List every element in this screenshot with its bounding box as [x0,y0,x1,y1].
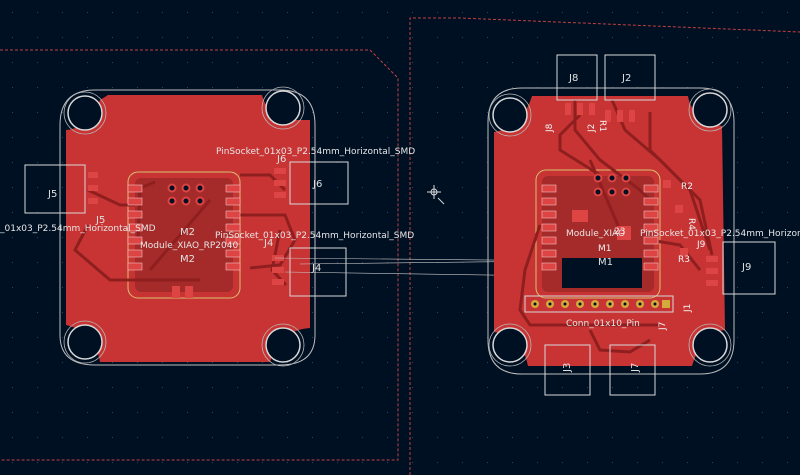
module-label: Module_XIAO_RP2040 [140,241,238,251]
connector-j5[interactable]: J5 J5 [24,164,105,226]
board-right[interactable]: J8 J8 J2 J2 J9 J9 J3 [487,54,800,396]
connector-j6[interactable]: J6 J6 [274,154,349,205]
j1-small-ref: J1 [683,304,693,313]
module-xiao-label: Module_XIAO [566,229,625,239]
socket-mid-label: PinSocket_01x03_P2.54mm_Horizontal_SMD [215,231,414,241]
j6-small-ref: J6 [276,154,286,165]
mounting-hole [688,323,732,367]
conn-label: Conn_01x10_Pin [566,319,640,329]
connector-j2[interactable]: J2 J2 [587,54,656,133]
j5-ref: J5 [47,189,57,200]
j2-ref: J2 [621,73,631,84]
module-m1-dark [562,258,642,288]
j9-small-ref: J9 [696,240,706,250]
r2-ref: R2 [681,182,693,192]
m1-small-ref: M1 [598,244,612,254]
j8-small-ref: J8 [545,123,555,133]
mounting-hole [492,97,528,133]
board-left[interactable]: J5 J5 J6 J6 J4 J4 [0,86,415,367]
connector-j9[interactable]: J9 J9 [696,240,776,295]
mounting-hole [692,327,728,363]
j8-ref: J8 [568,73,578,84]
r3-ref: R3 [678,255,690,265]
r4-ref: R4 [686,218,696,230]
mounting-hole [265,90,301,126]
m1-ref: M1 [598,257,613,268]
j2-small-ref: J2 [587,124,597,133]
connector-j7[interactable]: J7 J7 [609,322,668,396]
pin-header-j1[interactable]: J1 [524,295,693,313]
module-m2-body [135,178,233,292]
m2-small-ref: M2 [180,254,195,265]
n23-ref: 23 [614,227,625,237]
socket-top-label: PinSocket_01x03_P2.54mm_Horizontal_SMD [216,147,415,157]
mounting-hole [265,327,301,363]
smd-components [572,180,688,256]
module-m2-center-pads [167,183,205,206]
j6-ref: J6 [312,179,322,190]
module-m1-pads [541,184,659,271]
module-m2-pads [127,184,241,271]
j4-small-ref: J4 [263,238,273,249]
j7-ref: J7 [630,363,641,373]
panel-outline-right [409,17,800,475]
mounting-hole [67,95,103,131]
j4-ref: J4 [311,263,321,274]
mounting-hole [261,86,305,130]
mounting-hole [688,88,732,132]
socket-right-label: PinSocket_01x03_P2.54mm_Horizontal_SMD [640,229,800,239]
connector-j3[interactable]: J3 [544,344,591,396]
mounting-hole [63,320,107,364]
mounting-hole [261,323,305,367]
mounting-hole [492,327,528,363]
mounting-hole [67,324,103,360]
mounting-hole [488,93,532,137]
panel-outline-left [0,49,399,461]
module-m2-outline [127,171,241,299]
socket-left-label: _01x03_P2.54mm_Horizontal_SMD [0,224,156,234]
connector-j8[interactable]: J8 J8 [545,54,598,133]
j3-ref: J3 [562,363,573,373]
module-m1-center-pads [593,173,631,197]
board-left-outline [59,89,316,366]
mounting-hole [692,92,728,128]
r1-ref: R1 [597,120,607,132]
mounting-hole [488,323,532,367]
crosshair-icon [427,185,445,205]
j9-ref: J9 [741,262,751,273]
module-m2-bottom-pads [172,286,193,298]
j5-small-ref: J5 [95,215,105,226]
mounting-hole [63,91,107,135]
j7-small-ref: J7 [658,322,668,331]
m2-ref: M2 [180,227,195,238]
